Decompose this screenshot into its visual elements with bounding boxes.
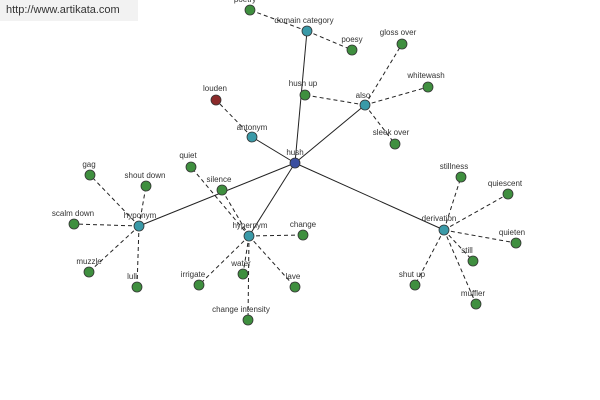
edge-derivation-shut-up [414, 229, 445, 286]
edge-hush-antonym [251, 136, 296, 164]
edge-hypernym-change-intensity [247, 235, 250, 321]
node-poesy[interactable] [346, 44, 358, 56]
site-url-watermark[interactable]: http://www.artikata.com [0, 0, 138, 21]
label-lull: lull [127, 272, 137, 281]
node-shout-down[interactable] [140, 180, 152, 192]
node-still[interactable] [467, 255, 479, 267]
node-quieten[interactable] [510, 237, 522, 249]
edge-hypernym-quiet [190, 166, 250, 237]
edge-also-hush-up [304, 94, 366, 106]
edge-hyponym-shout-down [138, 185, 147, 227]
label-antonym: antonym [237, 123, 268, 132]
label-derivation: derivation [422, 214, 457, 223]
node-change[interactable] [297, 229, 309, 241]
label-silence: silence [207, 175, 232, 184]
node-domain-category[interactable] [301, 25, 313, 37]
label-poetry: poetry [234, 0, 256, 4]
node-water[interactable] [237, 268, 249, 280]
edge-derivation-still [443, 229, 474, 262]
node-silence[interactable] [216, 184, 228, 196]
node-sleek-over[interactable] [389, 138, 401, 150]
node-lull[interactable] [131, 281, 143, 293]
node-shut-up[interactable] [409, 279, 421, 291]
edge-antonym-louden [215, 99, 253, 138]
node-louden[interactable] [210, 94, 222, 106]
label-lave: lave [286, 272, 301, 281]
label-shout-down: shout down [125, 171, 166, 180]
label-quiescent: quiescent [488, 179, 523, 188]
edge-hypernym-water [242, 235, 250, 275]
node-lave[interactable] [289, 281, 301, 293]
edge-hypernym-irrigate [198, 235, 250, 286]
node-whitewash[interactable] [422, 81, 434, 93]
label-gloss-over: gloss over [380, 28, 417, 37]
edge-hyponym-scalm-down [73, 223, 140, 227]
node-poetry[interactable] [244, 4, 256, 16]
label-hypernym: hypernym [232, 221, 267, 230]
label-change-intensity: change intensity [212, 305, 270, 314]
edge-hyponym-muzzle [88, 225, 140, 273]
label-also: also [356, 91, 371, 100]
edge-domain-category-poetry [249, 9, 308, 32]
edge-hush-hyponym [138, 162, 296, 227]
edge-also-gloss-over [364, 43, 403, 106]
label-muzzle: muzzle [76, 257, 102, 266]
label-scalm-down: scalm down [52, 209, 94, 218]
edge-also-sleek-over [364, 104, 396, 145]
node-change-intensity[interactable] [242, 314, 254, 326]
label-hush-up: hush up [289, 79, 318, 88]
label-still: still [461, 246, 473, 255]
label-irrigate: irrigate [181, 270, 206, 279]
node-gag[interactable] [84, 169, 96, 181]
graph-labels: hush domain category also antonym hyponym hyp… [52, 0, 525, 314]
node-hyponym[interactable] [133, 220, 145, 232]
graph-nodes [68, 4, 522, 326]
edge-hypernym-silence [221, 189, 250, 237]
node-antonym[interactable] [246, 131, 258, 143]
label-water: water [230, 259, 251, 268]
node-muffler[interactable] [470, 298, 482, 310]
label-muffler: muffler [461, 289, 486, 298]
node-hush-up[interactable] [299, 89, 311, 101]
edge-derivation-quiescent [443, 193, 509, 231]
label-poesy: poesy [341, 35, 362, 44]
node-irrigate[interactable] [193, 279, 205, 291]
label-gag: gag [82, 160, 95, 169]
edge-hypernym-lave [248, 235, 296, 288]
node-hypernym[interactable] [243, 230, 255, 242]
label-domain-category: domain category [274, 16, 333, 25]
label-hyponym: hyponym [124, 211, 157, 220]
node-quiet[interactable] [185, 161, 197, 173]
label-quiet: quiet [179, 151, 197, 160]
node-derivation[interactable] [438, 224, 450, 236]
node-scalm-down[interactable] [68, 218, 80, 230]
label-sleek-over: sleek over [373, 128, 410, 137]
label-shut-up: shut up [399, 270, 426, 279]
label-whitewash: whitewash [406, 71, 444, 80]
node-gloss-over[interactable] [396, 38, 408, 50]
edge-hypernym-change [248, 234, 304, 237]
node-hush[interactable] [289, 157, 301, 169]
node-quiescent[interactable] [502, 188, 514, 200]
graph-edges [73, 9, 517, 321]
label-hush: hush [286, 148, 303, 157]
node-muzzle[interactable] [83, 266, 95, 278]
edge-hush-hypernym [248, 162, 296, 237]
label-louden: louden [203, 84, 227, 93]
edge-derivation-stillness [443, 176, 462, 231]
edge-hyponym-gag [89, 174, 140, 227]
edge-domain-category-poesy [306, 30, 353, 51]
label-change: change [290, 220, 317, 229]
label-quieten: quieten [499, 228, 525, 237]
edge-derivation-quieten [443, 229, 517, 244]
edge-also-whitewash [364, 86, 429, 106]
node-also[interactable] [359, 99, 371, 111]
edge-hush-also [294, 104, 366, 164]
label-stillness: stillness [440, 162, 468, 171]
edge-hush-derivation [294, 162, 445, 231]
node-stillness[interactable] [455, 171, 467, 183]
edge-hyponym-lull [136, 225, 140, 288]
